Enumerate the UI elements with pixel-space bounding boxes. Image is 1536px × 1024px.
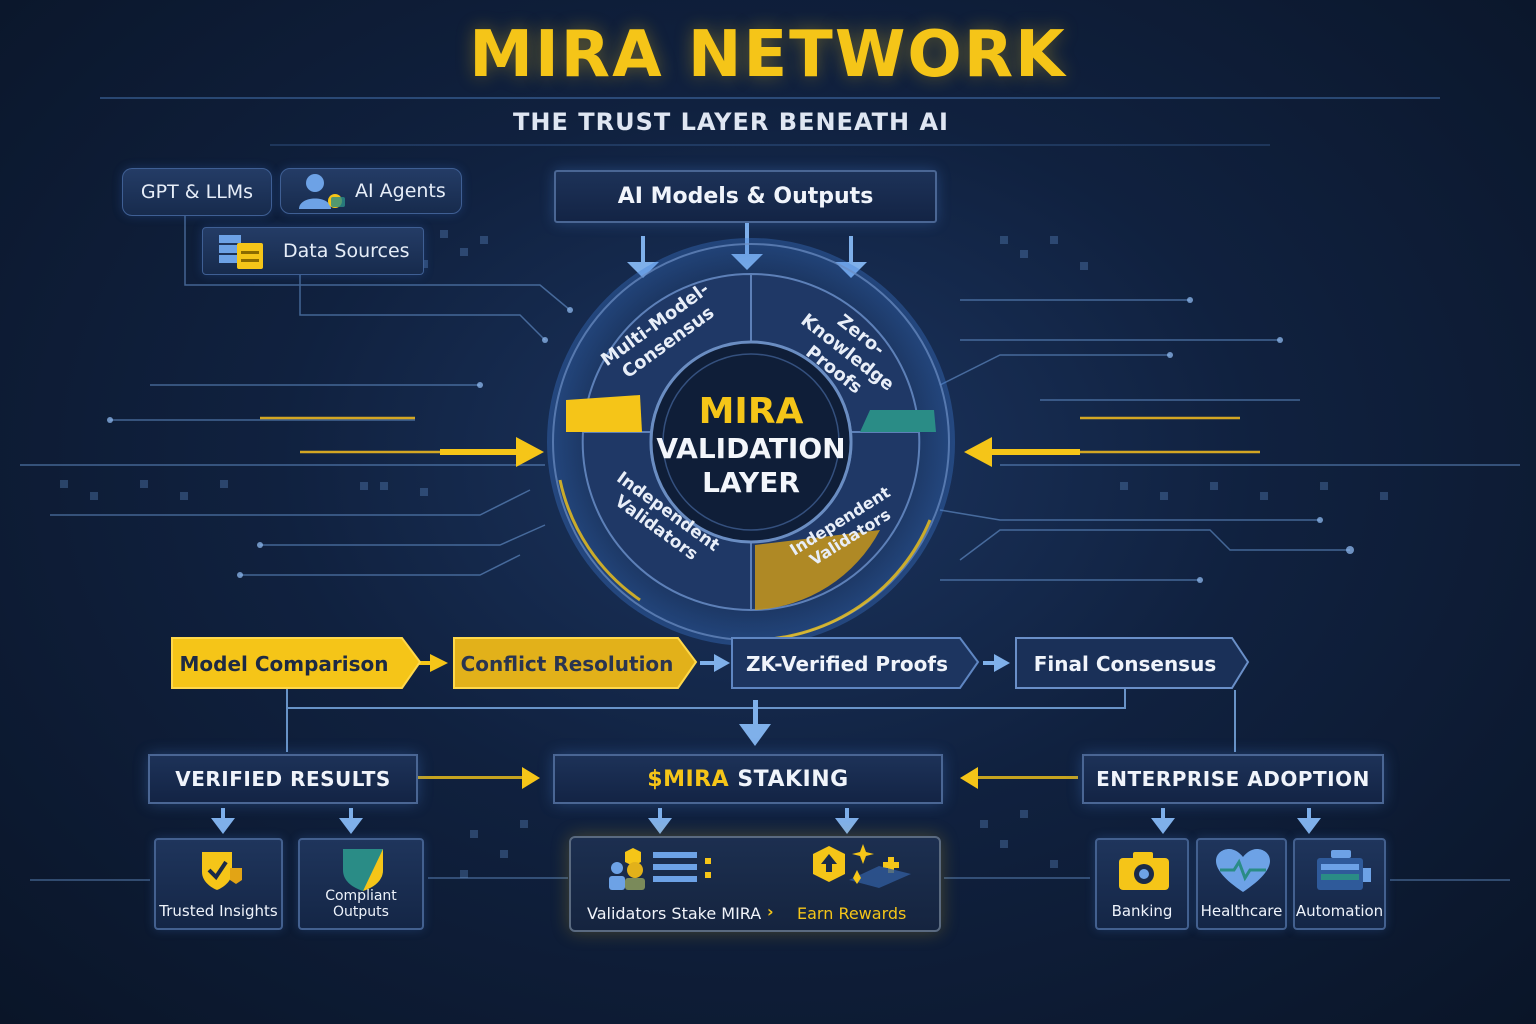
gpt-llms-pill: GPT & LLMs bbox=[122, 168, 272, 216]
step-conflict-resolution-label: Conflict Resolution bbox=[460, 652, 674, 676]
step-final-consensus-label: Final Consensus bbox=[1033, 652, 1217, 676]
mira-staking-box: $MIRA STAKING bbox=[553, 754, 943, 804]
heart-icon bbox=[1216, 849, 1270, 892]
page-subtitle: THE TRUST LAYER BENEATH AI bbox=[513, 108, 949, 136]
compliant-outputs-label: Compliant Outputs bbox=[325, 888, 397, 920]
step-conflict-resolution: Conflict Resolution bbox=[454, 636, 698, 692]
center-title-mira: MIRA bbox=[698, 391, 804, 432]
step-model-comparison-shape bbox=[171, 637, 422, 689]
staking-token-label: $MIRA bbox=[647, 766, 730, 792]
step-zk-verified-proofs-label: ZK-Verified Proofs bbox=[745, 652, 949, 676]
shield-icon bbox=[343, 849, 383, 891]
staking-panel: Validators Stake MIRA › Earn Rewards bbox=[569, 836, 941, 932]
step-conflict-resolution-shape bbox=[453, 637, 698, 689]
banking-tile: Banking bbox=[1095, 838, 1189, 930]
data-sources-pill: Data Sources bbox=[202, 227, 424, 275]
trusted-insights-tile: Trusted Insights bbox=[154, 838, 283, 930]
trusted-insights-label: Trusted Insights bbox=[159, 902, 278, 920]
enterprise-adoption-box: ENTERPRISE ADOPTION bbox=[1082, 754, 1384, 804]
validators-stake-label: Validators Stake MIRA bbox=[587, 904, 762, 923]
healthcare-label: Healthcare bbox=[1200, 902, 1283, 920]
ai-agents-label: AI Agents bbox=[355, 180, 446, 202]
chevron-right-icon: › bbox=[767, 902, 774, 921]
verified-results-box: VERIFIED RESULTS bbox=[148, 754, 418, 804]
compliant-outputs-tile: Compliant Outputs bbox=[298, 838, 424, 930]
validation-layer-center: MIRA VALIDATION LAYER bbox=[651, 392, 851, 500]
step-zk-verified-proofs: ZK-Verified Proofs bbox=[732, 636, 980, 692]
robot-icon bbox=[1317, 850, 1371, 890]
validator-icon bbox=[609, 848, 711, 890]
ai-models-outputs-label: AI Models & Outputs bbox=[617, 184, 874, 209]
enterprise-adoption-label: ENTERPRISE ADOPTION bbox=[1096, 767, 1370, 791]
automation-tile: Automation bbox=[1293, 838, 1386, 930]
step-model-comparison-label: Model Comparison bbox=[179, 652, 389, 676]
step-model-comparison: Model Comparison bbox=[170, 636, 422, 692]
reward-icon bbox=[813, 844, 911, 888]
database-icon bbox=[219, 235, 263, 269]
shield-check-icon bbox=[202, 852, 242, 890]
center-title-validation: VALIDATION bbox=[656, 432, 846, 465]
user-icon bbox=[299, 174, 345, 209]
page-title: MIRA NETWORK bbox=[469, 18, 1067, 92]
step-zk-verified-proofs-shape bbox=[731, 637, 980, 689]
ai-models-outputs-box: AI Models & Outputs bbox=[554, 170, 937, 223]
earn-rewards-label: Earn Rewards bbox=[797, 904, 907, 923]
camera-icon bbox=[1119, 852, 1169, 890]
banking-label: Banking bbox=[1111, 902, 1173, 920]
step-final-consensus: Final Consensus bbox=[1016, 636, 1250, 692]
ai-agents-pill: AI Agents bbox=[280, 168, 462, 214]
pipeline-shapes bbox=[171, 637, 1250, 689]
automation-label: Automation bbox=[1295, 902, 1384, 920]
verified-results-label: VERIFIED RESULTS bbox=[175, 767, 391, 791]
data-sources-label: Data Sources bbox=[283, 240, 410, 262]
staking-word-label: STAKING bbox=[729, 766, 849, 792]
step-final-consensus-shape bbox=[1015, 637, 1250, 689]
gpt-llms-label: GPT & LLMs bbox=[140, 181, 254, 203]
healthcare-tile: Healthcare bbox=[1196, 838, 1287, 930]
center-title-layer: LAYER bbox=[702, 466, 800, 499]
